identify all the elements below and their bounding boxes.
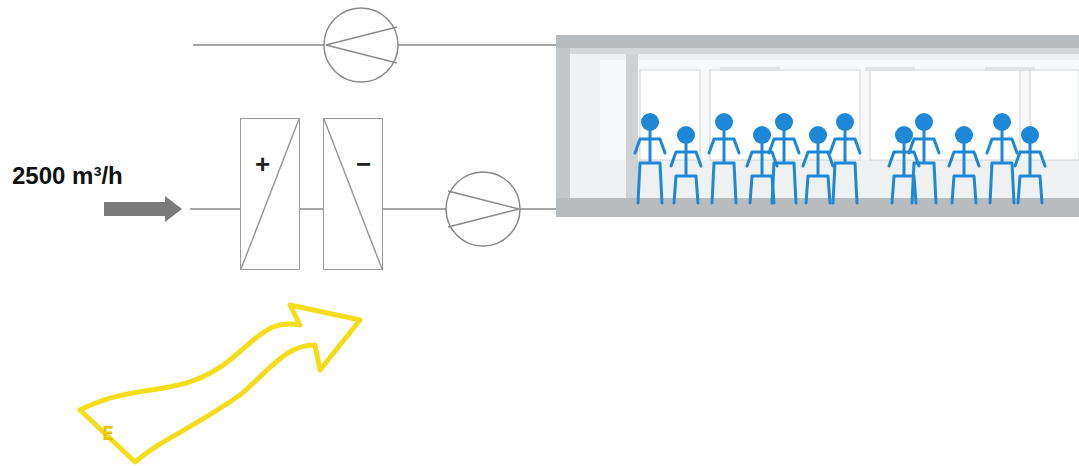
person-body [671,144,701,203]
people [635,113,1045,203]
person-head [715,113,733,131]
person-body [803,144,833,203]
person-body [987,131,1017,203]
supply-duct [520,208,556,210]
person-head [955,126,973,144]
connectors [300,209,323,210]
heater-box: + [240,118,300,270]
exhaust-fan [324,8,398,82]
person-head [641,113,659,131]
fan-triangle [448,191,519,227]
floor-slab [556,198,1079,217]
person-head [1021,126,1039,144]
ceiling-edge [556,48,1079,54]
person-head [753,126,771,144]
duct-connector [300,209,323,210]
ceiling-slab [556,35,1079,48]
person-body [1015,144,1045,203]
supply-fan [446,172,520,246]
energy-label: E [102,421,114,445]
cooler-box: − [323,118,383,270]
box-symbol: + [255,151,270,177]
person-head [775,113,793,131]
person-body [769,131,799,203]
fan-triangle [326,27,397,63]
person-head [836,113,854,131]
box-symbol: − [356,151,371,177]
supply-duct [383,208,446,210]
window [870,70,1020,160]
ceiling-light [865,67,915,71]
ceiling-light [720,67,780,71]
window-wall [600,60,1079,160]
person-body [949,144,979,203]
person-head [677,126,695,144]
exhaust-duct [193,44,324,46]
window [1030,70,1079,160]
person-body [635,131,665,203]
energy-arrow [80,305,360,462]
person-head [895,126,913,144]
column [556,48,570,198]
person-body [830,131,860,203]
box-diagonal [241,119,299,269]
airflow-label: 2500 m³/h [12,162,123,190]
supply-duct [190,208,240,210]
airflow-arrow [104,196,182,222]
person-body [709,131,739,203]
box-diagonal [324,119,382,269]
person-head [809,126,827,144]
person-head [993,113,1011,131]
exhaust-duct [398,44,556,46]
classroom [556,35,1079,217]
ceiling-light [985,67,1035,71]
person-head [915,113,933,131]
column [626,54,638,198]
person-body [909,131,939,203]
